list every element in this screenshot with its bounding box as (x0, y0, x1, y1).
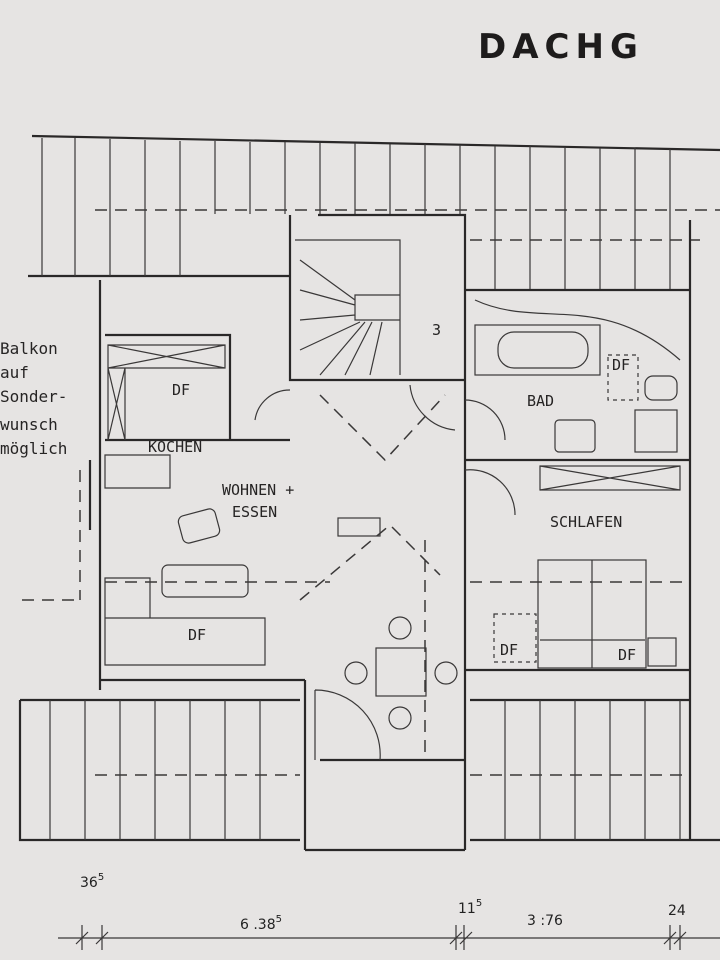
dimension-label: 115 (458, 898, 482, 917)
roof-window-label: DF (500, 641, 518, 659)
kitchen: KOCHEN DF (104, 344, 226, 489)
roof-window-label: DF (612, 356, 630, 374)
dimension-label: 365 (80, 872, 104, 891)
balcony-note: Balkon auf Sonder- wunsch möglich (0, 339, 67, 458)
dimension-label: 3 :76 (527, 913, 563, 929)
room-label-kitchen: KOCHEN (148, 438, 202, 456)
stair-number: 3 (432, 321, 441, 339)
svg-text:wunsch: wunsch (0, 415, 58, 434)
room-label-bath: BAD (527, 392, 554, 410)
roof-window-label: DF (618, 646, 636, 664)
plan-title: DACHG (478, 27, 644, 67)
svg-text:auf: auf (0, 363, 29, 382)
bathroom: BAD DF (474, 299, 681, 453)
dimension-label: 24 (668, 903, 686, 919)
roof-window-label: DF (172, 381, 190, 399)
staircase: 3 (295, 239, 441, 376)
doors (254, 384, 516, 761)
svg-text:möglich: möglich (0, 439, 67, 458)
room-label-bedroom: SCHLAFEN (550, 513, 622, 531)
roof-bottom-hatching (18, 470, 720, 842)
living-dining: WOHNEN + ESSEN DF (104, 394, 458, 760)
svg-text:Sonder-: Sonder- (0, 387, 67, 406)
svg-text:Balkon: Balkon (0, 339, 58, 358)
walls (88, 213, 692, 852)
roof-top-hatching (28, 134, 720, 290)
room-label-dining: ESSEN (232, 503, 277, 521)
dimension-label: 6 .385 (240, 914, 282, 933)
room-label-living: WOHNEN + (222, 481, 294, 499)
bedroom: SCHLAFEN DF DF (470, 465, 690, 669)
roof-window-label: DF (188, 626, 206, 644)
dimension-line: 365 6 .385 115 3 :76 24 (58, 872, 720, 950)
